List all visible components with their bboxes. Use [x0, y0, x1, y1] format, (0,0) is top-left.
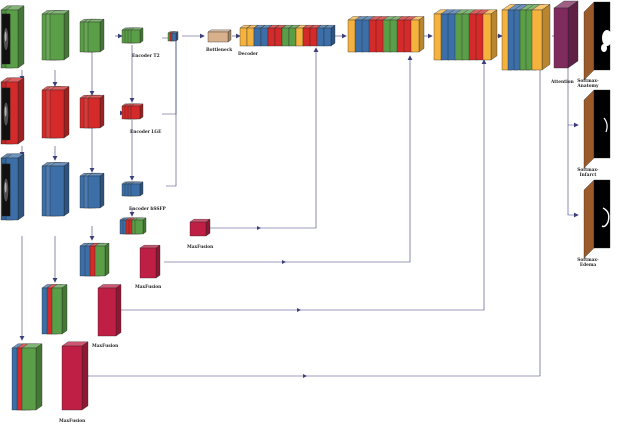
lge-mri-slice-image	[1, 87, 11, 141]
softmax-infarct-line2: Infarct	[579, 173, 597, 178]
softmax-infarct-line1: Softmax-	[577, 168, 599, 173]
softmax-infarct-block-mask-image	[593, 89, 611, 159]
maxfusion-label-3: MaxFusion	[92, 344, 119, 349]
maxfusion-label-2: MaxFusion	[135, 285, 162, 290]
fusion-3-output	[97, 284, 122, 337]
fusion-1-inputs-5	[134, 217, 147, 235]
decoder-l3-7	[482, 9, 498, 61]
attention-label: Attention	[551, 80, 574, 85]
t2-enc-l3-3	[130, 27, 144, 44]
fusion-4-output	[61, 341, 89, 411]
softmax-edema-line1: Softmax-	[577, 258, 599, 263]
edema-branch	[567, 125, 579, 218]
softmax-edema-block	[583, 179, 611, 259]
bssfp-enc-l1-2	[49, 162, 70, 217]
fusion-2-inputs-3	[94, 242, 110, 277]
t2-enc-l4-2	[171, 31, 179, 42]
edema-mask-shape	[601, 207, 610, 228]
lge-to-bottleneck	[162, 38, 177, 115]
skip-2	[164, 55, 413, 263]
softmax-anatomy-block	[583, 1, 612, 81]
blocks	[0, 0, 612, 411]
bssfp-enc-l2-2	[87, 172, 105, 209]
fusion-1-output	[189, 218, 211, 237]
bottleneck-label: Bottleneck	[206, 48, 233, 53]
skip-3	[112, 59, 487, 311]
lge-enc-l3-3	[130, 103, 144, 120]
skip-arrowhead-1	[282, 260, 286, 264]
softmax-infarct-label: Softmax- Infarct	[573, 168, 603, 178]
softmax-infarct-block	[583, 89, 611, 169]
softmax-edema-block-mask-image	[593, 179, 611, 249]
lge-enc-l1-2	[49, 86, 70, 139]
skip-arrowhead-2	[297, 308, 301, 312]
fusion-3-inputs-2	[51, 284, 68, 335]
t2-mri-slice-image	[1, 13, 11, 65]
encoder-lge-label: Encoder LGE	[130, 130, 162, 135]
fusion-2-output	[139, 244, 161, 279]
bssfp-to-bottleneck	[166, 40, 177, 187]
skip-arrowhead-3	[303, 374, 307, 378]
attention-block	[553, 0, 579, 69]
skip-arrowhead-0	[257, 226, 261, 230]
bottleneck-block	[207, 29, 232, 43]
encoder-t2-label: Encoder T2	[132, 54, 160, 59]
bssfp-enc-l3-3	[130, 181, 144, 197]
anatomy-mask-shape	[602, 30, 612, 46]
softmax-anatomy-block-mask-image	[593, 1, 611, 71]
softmax-anatomy-line2: Anatomy	[577, 84, 599, 89]
decoder-l2-9	[410, 16, 425, 53]
bssfp-mri-slice-image	[1, 163, 11, 217]
skip-4	[86, 61, 543, 377]
infarct-mask-shape	[603, 117, 608, 133]
maxfusion-label-1: MaxFusion	[187, 245, 214, 250]
skip-1	[210, 47, 319, 229]
softmax-anatomy-line1: Softmax-	[577, 79, 599, 84]
maxfusion-label-4: MaxFusion	[59, 419, 86, 424]
lge-enc-l2-2	[87, 94, 105, 129]
softmax-edema-label: Softmax- Edema	[573, 258, 603, 268]
fusion-4-inputs-2	[21, 343, 43, 411]
decoder-l1-12	[323, 24, 336, 47]
t2-enc-l1-2	[49, 10, 70, 61]
encoder-bssfp-label: Encoder bSSFP	[129, 207, 166, 212]
softmax-anatomy-label: Softmax- Anatomy	[573, 79, 603, 89]
decoder-l4-5	[531, 4, 551, 71]
softmax-edema-line2: Edema	[579, 263, 597, 268]
t2-enc-l2-2	[87, 18, 105, 53]
decoder-label: Decoder	[238, 52, 258, 57]
